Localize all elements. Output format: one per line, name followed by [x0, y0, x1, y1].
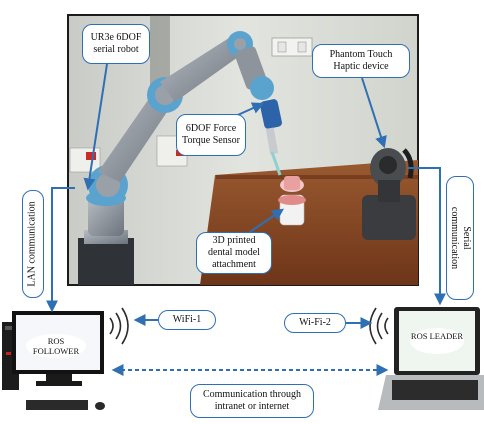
- robot-label: UR3e 6DOF serial robot: [90, 32, 142, 55]
- follower-computer: [2, 311, 105, 410]
- robot-pointer: [83, 63, 108, 191]
- haptic-callout: Phantom Touch Haptic device: [312, 44, 410, 78]
- wifi-signal-right-icon: [369, 307, 389, 345]
- haptic-pointer: [361, 77, 387, 149]
- table-shadow: [216, 175, 418, 179]
- ros-follower-label: ROS FOLLOWER: [26, 334, 86, 358]
- serial-arrow: [408, 167, 446, 306]
- network-callout: Communication through intranet or intern…: [190, 384, 314, 418]
- haptic-device: [362, 148, 416, 240]
- follower-mouse: [95, 402, 105, 410]
- wifi1-callout: WiFi-1: [158, 310, 216, 330]
- lan-arrow: [46, 187, 75, 313]
- dental-model-label: 3D printed dental model attachment: [208, 235, 260, 270]
- lan-callout: LAN communication: [22, 190, 44, 298]
- ros-leader-label: ROS LEADER: [410, 328, 464, 354]
- wall-dark-panel: [150, 15, 170, 95]
- force-sensor-callout: 6DOF Force Torque Sensor: [176, 114, 246, 156]
- wifi1-label: WiFi-1: [172, 314, 202, 325]
- network-label: Communication through intranet or intern…: [202, 389, 302, 412]
- wifi-signal-left-icon: [109, 307, 129, 345]
- connectors: [46, 63, 446, 376]
- robot-callout: UR3e 6DOF serial robot: [82, 24, 150, 64]
- dental-model-callout: 3D printed dental model attachment: [196, 232, 272, 274]
- dental-model: [278, 176, 306, 226]
- follower-keyboard: [26, 400, 88, 410]
- dental-pointer: [249, 208, 284, 233]
- force-sensor-label: 6DOF Force Torque Sensor: [182, 123, 240, 146]
- haptic-label: Phantom Touch Haptic device: [329, 49, 393, 72]
- leader-laptop: [378, 307, 484, 410]
- serial-callout: Serial communication: [446, 176, 474, 300]
- wifi2-callout: Wi-Fi-2: [284, 313, 346, 333]
- lan-label: LAN communication: [27, 201, 39, 287]
- wifi2-label: Wi-Fi-2: [299, 317, 331, 328]
- force-torque-sensor: [260, 99, 282, 129]
- robot-ur3e: [78, 31, 282, 285]
- robot-pedestal: [78, 238, 134, 285]
- serial-label: Serial communication: [449, 206, 472, 270]
